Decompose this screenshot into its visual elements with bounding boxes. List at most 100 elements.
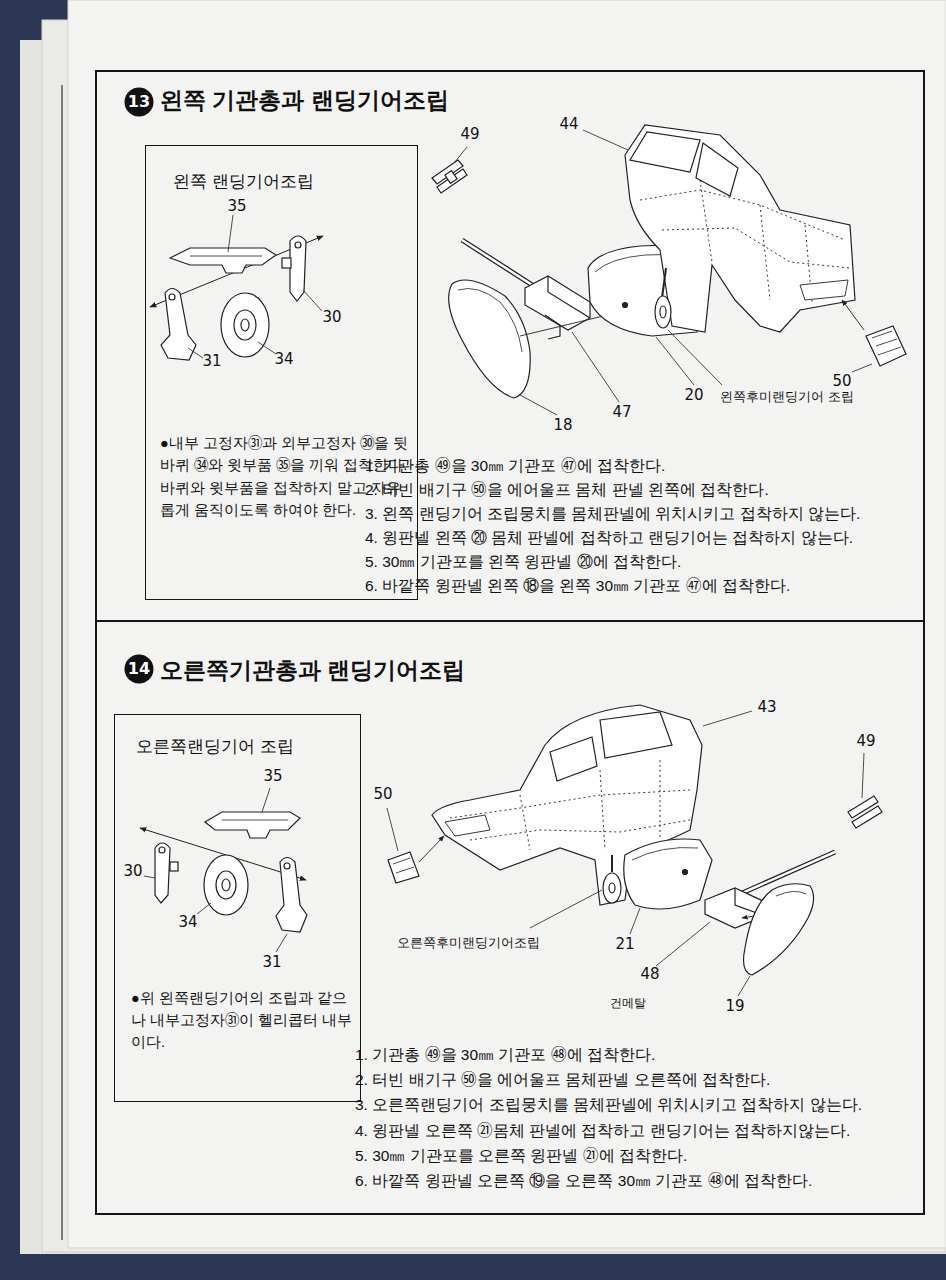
callout-number: 50	[830, 373, 853, 390]
helicopter-right-drawing	[632, 848, 698, 861]
helicopter-right-drawing	[609, 883, 615, 893]
helicopter-left-drawing	[866, 326, 906, 366]
step-title: 오른쪽기관총과 랜딩기어조립	[160, 657, 465, 685]
helicopter-right-drawing	[387, 705, 882, 996]
instruction-step: 6. 바깥쪽 윙판넬 오른쪽 ⑲을 오른쪽 30㎜ 기관포 ㊽에 접착한다.	[353, 1172, 814, 1190]
helicopter-right-drawing	[862, 753, 864, 798]
gear-assembly-drawing	[140, 788, 307, 952]
helicopter-left-drawing	[696, 143, 738, 196]
helicopter-right-drawing	[744, 884, 814, 975]
instruction-step: 3. 왼쪽 랜딩기어 조립뭉치를 몸체판넬에 위치시키고 접착하지 않는다.	[363, 505, 862, 523]
gear-assembly-drawing	[188, 348, 203, 358]
callout-number: 35	[225, 198, 248, 215]
callout-number: 35	[261, 768, 284, 785]
part-label: 건메탈	[608, 997, 648, 1011]
gear-assembly-drawing	[262, 788, 270, 812]
helicopter-left-drawing	[445, 171, 457, 184]
callout-number: 21	[613, 936, 636, 953]
gear-assembly-drawing	[190, 256, 262, 257]
gear-assembly-drawing	[222, 820, 288, 821]
callout-number: 43	[755, 699, 778, 716]
helicopter-left-drawing	[432, 125, 906, 415]
helicopter-left-drawing	[437, 169, 467, 193]
gear-assembly-drawing	[150, 215, 323, 360]
assembly-note: ●위 왼쪽랜딩기어의 조립과 같으나 내부고정자㉛이 헬리콥터 내부이다.	[131, 987, 353, 1053]
instruction-step: 4. 윙판넬 왼쪽 ⑳ 몸체 판넬에 접착하고 랜딩기어는 접착하지 않는다.	[363, 529, 855, 547]
helicopter-left-drawing	[520, 395, 557, 415]
instruction-step: 1. 기관총 ㊾을 30㎜ 기관포 ㊼에 접착한다.	[363, 457, 667, 475]
callout-number: 34	[272, 351, 295, 368]
helicopter-left-drawing	[876, 339, 897, 346]
helicopter-right-drawing	[470, 820, 690, 840]
badge-circle	[125, 655, 154, 684]
gear-assembly-drawing	[161, 289, 196, 361]
callout-number: 19	[723, 998, 746, 1015]
step-number: 13	[124, 87, 154, 117]
helicopter-right-drawing	[600, 770, 605, 850]
callout-number: 50	[371, 786, 394, 803]
instruction-step: 5. 30㎜ 기관포를 왼쪽 윙판넬 ⑳에 접착한다.	[363, 553, 683, 571]
helicopter-right-drawing	[683, 870, 688, 875]
helicopter-right-drawing	[530, 890, 602, 928]
helicopter-right-drawing	[852, 806, 882, 828]
instruction-step: 3. 오른쪽랜딩기어 조립뭉치를 몸체판넬에 위치시키고 접착하지 않는다.	[353, 1096, 864, 1114]
callout-number: 20	[682, 387, 705, 404]
helicopter-right-drawing	[656, 922, 710, 966]
gear-assembly-drawing	[216, 871, 236, 899]
inset-heading: 왼쪽 랜딩기어조립	[173, 172, 314, 192]
helicopter-right-drawing	[419, 836, 444, 862]
helicopter-right-drawing	[450, 790, 690, 818]
gear-assembly-drawing	[221, 293, 269, 357]
helicopter-left-drawing	[449, 280, 531, 398]
gear-assembly-drawing	[284, 863, 290, 869]
helicopter-right-drawing	[393, 858, 410, 864]
gear-assembly-drawing	[169, 294, 175, 300]
helicopter-left-drawing	[625, 125, 855, 332]
helicopter-right-drawing	[776, 891, 806, 896]
helicopter-left-drawing	[572, 332, 619, 402]
step-number-badge: 14	[124, 654, 154, 684]
instruction-step: 4. 윙판넬 오른쪽 ㉑몸체 판넬에 접착하고 랜딩기어는 접착하지않는다.	[353, 1122, 852, 1140]
helicopter-left-drawing	[458, 289, 522, 353]
step-number: 14	[124, 654, 154, 684]
gear-assembly-drawing	[276, 858, 307, 933]
gear-assembly-drawing	[155, 843, 170, 903]
helicopter-left-drawing	[760, 205, 770, 300]
helicopter-right-drawing	[603, 873, 621, 903]
gear-assembly-drawing	[228, 215, 233, 252]
gear-assembly-drawing	[222, 879, 230, 891]
instruction-step: 2. 터빈 배기구 ㊿을 에어울프 몸체 판넬 왼쪽에 접착한다.	[363, 481, 771, 499]
gear-assembly-drawing	[276, 934, 287, 952]
helicopter-left-drawing	[583, 130, 628, 150]
helicopter-left-drawing	[662, 268, 666, 298]
gear-assembly-drawing	[144, 876, 155, 878]
helicopter-right-drawing	[600, 712, 672, 758]
gear-assembly-drawing	[234, 310, 256, 340]
part-label: 왼쪽후미랜딩기어 조립	[718, 390, 856, 405]
paper-stack	[68, 0, 946, 1248]
gear-assembly-drawing	[205, 812, 300, 838]
callout-number: 31	[260, 954, 283, 971]
helicopter-left-drawing	[852, 364, 872, 372]
instruction-step: 6. 바깥쪽 윙판넬 왼쪽 ⑱을 왼쪽 30㎜ 기관포 ㊼에 접착한다.	[363, 577, 792, 595]
callout-number: 48	[638, 966, 661, 983]
helicopter-left-drawing	[630, 132, 700, 172]
badge-circle	[125, 88, 154, 117]
helicopter-right-drawing	[738, 976, 750, 996]
helicopter-left-drawing	[842, 300, 864, 330]
callout-number: 30	[320, 309, 343, 326]
helicopter-left-drawing	[872, 331, 892, 338]
gear-assembly-drawing	[170, 248, 276, 273]
helicopter-left-drawing	[800, 280, 848, 300]
helicopter-left-drawing	[655, 296, 671, 328]
gear-assembly-drawing	[295, 242, 301, 248]
callout-number: 18	[551, 417, 574, 434]
step-title: 왼쪽 기관총과 랜딩기어조립	[160, 87, 449, 115]
callout-number: 49	[854, 733, 877, 750]
inset-box: 오른쪽랜딩기어 조립 ●위 왼쪽랜딩기어의 조립과 같으나 내부고정자㉛이 헬리콥…	[114, 714, 361, 1102]
inset-heading: 오른쪽랜딩기어 조립	[136, 737, 294, 757]
callout-number: 44	[557, 116, 580, 133]
